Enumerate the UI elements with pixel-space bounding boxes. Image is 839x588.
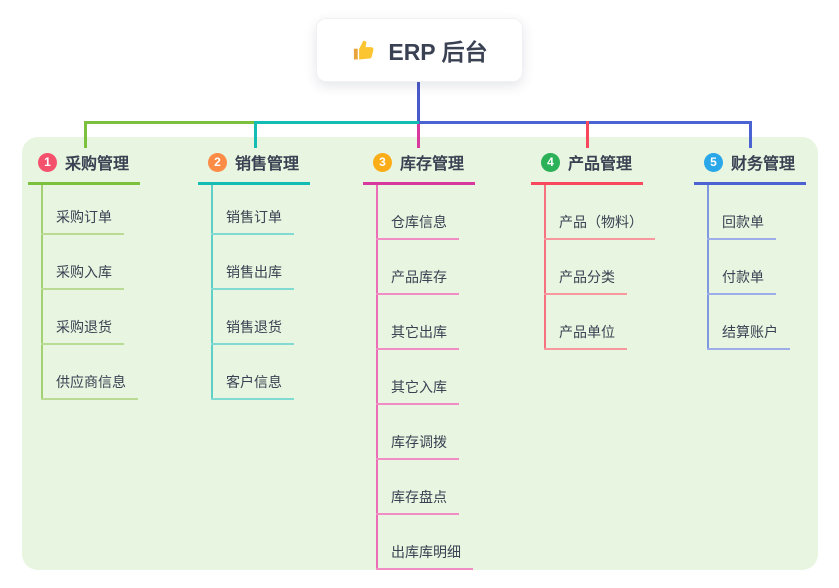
thumbs-up-icon bbox=[351, 37, 378, 64]
branch-children: 采购订单 采购入库 采购退货 供应商信息 bbox=[41, 185, 140, 400]
child-node-stock-taking[interactable]: 库存盘点 bbox=[376, 487, 459, 515]
root-label: ERP 后台 bbox=[388, 39, 488, 65]
child-row: 采购入库 bbox=[41, 235, 140, 290]
connector-drop-purchase bbox=[84, 121, 87, 148]
child-row: 产品库存 bbox=[376, 240, 475, 295]
connector-vline bbox=[41, 185, 43, 400]
branch-header-purchase[interactable]: 1 采购管理 bbox=[28, 146, 140, 185]
branch-label: 采购管理 bbox=[65, 156, 130, 173]
child-node-payment-bill[interactable]: 付款单 bbox=[707, 267, 776, 295]
connector-vline bbox=[707, 185, 709, 350]
branch-label: 销售管理 bbox=[235, 156, 300, 173]
child-node-purchase-order[interactable]: 采购订单 bbox=[41, 207, 124, 235]
branch-product-management: 4 产品管理 产品（物料） 产品分类 产品单位 bbox=[531, 146, 655, 350]
child-row: 销售退货 bbox=[211, 290, 310, 345]
branch-children: 销售订单 销售出库 销售退货 客户信息 bbox=[211, 185, 310, 400]
branch-number-badge: 4 bbox=[541, 152, 560, 172]
child-row: 销售出库 bbox=[211, 235, 310, 290]
child-row: 其它出库 bbox=[376, 295, 475, 350]
child-node-sales-return[interactable]: 销售退货 bbox=[211, 317, 294, 345]
child-row: 回款单 bbox=[707, 185, 806, 240]
child-node-supplier-info[interactable]: 供应商信息 bbox=[41, 372, 138, 400]
branches-panel bbox=[22, 137, 818, 570]
branch-label: 产品管理 bbox=[568, 156, 633, 173]
child-row: 库存盘点 bbox=[376, 460, 475, 515]
child-row: 产品单位 bbox=[544, 295, 643, 350]
child-node-sales-outbound[interactable]: 销售出库 bbox=[211, 262, 294, 290]
connector-vline bbox=[211, 185, 213, 400]
child-node-product-material[interactable]: 产品（物料） bbox=[544, 212, 655, 240]
child-node-settlement-account[interactable]: 结算账户 bbox=[707, 322, 790, 350]
connector-bus-purchase bbox=[84, 121, 254, 124]
root-node[interactable]: ERP 后台 bbox=[316, 18, 523, 82]
branch-label: 库存管理 bbox=[400, 156, 465, 173]
connector-vline bbox=[376, 185, 378, 570]
child-row: 库存调拨 bbox=[376, 405, 475, 460]
child-row: 仓库信息 bbox=[376, 185, 475, 240]
branch-header-finance[interactable]: 5 财务管理 bbox=[694, 146, 806, 185]
connector-drop-sales bbox=[254, 121, 257, 148]
child-row: 供应商信息 bbox=[41, 345, 140, 400]
child-row: 结算账户 bbox=[707, 295, 806, 350]
branch-number-badge: 1 bbox=[38, 152, 57, 172]
child-row: 采购退货 bbox=[41, 290, 140, 345]
child-node-receipt-bill[interactable]: 回款单 bbox=[707, 212, 776, 240]
branch-finance-management: 5 财务管理 回款单 付款单 结算账户 bbox=[694, 146, 806, 350]
branch-number-badge: 5 bbox=[704, 152, 723, 172]
child-node-customer-info[interactable]: 客户信息 bbox=[211, 372, 294, 400]
child-row: 产品分类 bbox=[544, 240, 643, 295]
branch-purchase-management: 1 采购管理 采购订单 采购入库 采购退货 供应商信息 bbox=[28, 146, 140, 400]
child-node-purchase-inbound[interactable]: 采购入库 bbox=[41, 262, 124, 290]
child-node-product-unit[interactable]: 产品单位 bbox=[544, 322, 627, 350]
child-row: 出库库明细 bbox=[376, 515, 475, 570]
child-node-stock-transfer[interactable]: 库存调拨 bbox=[376, 432, 459, 460]
child-node-warehouse-info[interactable]: 仓库信息 bbox=[376, 212, 459, 240]
child-row: 其它入库 bbox=[376, 350, 475, 405]
child-node-other-inbound[interactable]: 其它入库 bbox=[376, 377, 459, 405]
branch-children: 仓库信息 产品库存 其它出库 其它入库 库存调拨 库存盘点 出库库明细 bbox=[376, 185, 475, 570]
child-node-purchase-return[interactable]: 采购退货 bbox=[41, 317, 124, 345]
connector-root-drop bbox=[417, 82, 420, 121]
connector-bus-sales bbox=[254, 121, 419, 124]
child-node-product-stock[interactable]: 产品库存 bbox=[376, 267, 459, 295]
child-row: 付款单 bbox=[707, 240, 806, 295]
child-row: 销售订单 bbox=[211, 185, 310, 235]
connector-vline bbox=[544, 185, 546, 350]
branch-sales-management: 2 销售管理 销售订单 销售出库 销售退货 客户信息 bbox=[198, 146, 310, 400]
branch-label: 财务管理 bbox=[731, 156, 796, 173]
child-row: 客户信息 bbox=[211, 345, 310, 400]
child-node-sales-order[interactable]: 销售订单 bbox=[211, 207, 294, 235]
connector-drop-finance bbox=[749, 121, 752, 148]
child-row: 产品（物料） bbox=[544, 185, 655, 240]
branch-header-sales[interactable]: 2 销售管理 bbox=[198, 146, 310, 185]
connector-drop-product bbox=[586, 121, 589, 148]
child-node-other-outbound[interactable]: 其它出库 bbox=[376, 322, 459, 350]
branch-header-product[interactable]: 4 产品管理 bbox=[531, 146, 643, 185]
branch-children: 回款单 付款单 结算账户 bbox=[707, 185, 806, 350]
child-row: 采购订单 bbox=[41, 185, 140, 235]
connector-drop-inventory bbox=[417, 124, 420, 148]
branch-inventory-management: 3 库存管理 仓库信息 产品库存 其它出库 其它入库 库存调拨 库存盘点 出库库… bbox=[363, 146, 475, 570]
branch-number-badge: 2 bbox=[208, 152, 227, 172]
child-node-outbound-detail[interactable]: 出库库明细 bbox=[376, 542, 473, 570]
child-node-product-category[interactable]: 产品分类 bbox=[544, 267, 627, 295]
branch-children: 产品（物料） 产品分类 产品单位 bbox=[544, 185, 655, 350]
branch-number-badge: 3 bbox=[373, 152, 392, 172]
connector-bus-finance bbox=[419, 121, 752, 124]
branch-header-inventory[interactable]: 3 库存管理 bbox=[363, 146, 475, 185]
